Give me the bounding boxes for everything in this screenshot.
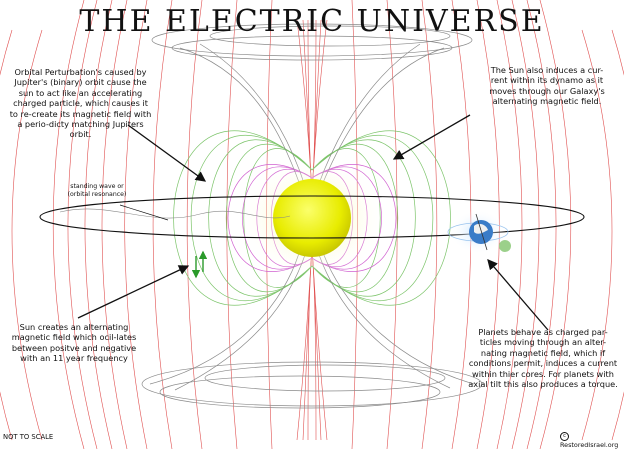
standing-wave (59, 208, 291, 219)
galactic-field-line (124, 0, 148, 449)
page-title: THE ELECTRIC UNIVERSE (79, 4, 545, 39)
galactic-field-line (152, 0, 173, 449)
sun-current-note: The Sun also induces a cur-rent within i… (489, 65, 605, 107)
galactic-field-line (421, 0, 438, 449)
outer-field-loop (190, 134, 313, 302)
galactic-field-line (511, 0, 540, 449)
credit: cRestoredIsrael.org (560, 432, 624, 449)
galactic-field-line (526, 0, 557, 449)
scale-note: NOT TO SCALE (3, 433, 54, 441)
galactic-field-line (581, 29, 613, 441)
planet-earth (447, 210, 509, 254)
galactic-field-line (496, 0, 523, 449)
planets-note: Planets behave as charged par-ticles mov… (468, 327, 618, 390)
credit-text: RestoredIsrael.org (560, 441, 619, 449)
orbital-perturbation-note: Orbital Perturbation's caused by Jupiter… (9, 67, 152, 140)
inner-field-loop (311, 164, 397, 272)
galactic-field-line (186, 0, 203, 449)
galactic-field-line (386, 0, 398, 449)
pointer-arrows (77, 114, 549, 331)
galactic-field-line (226, 0, 238, 449)
copyright-icon: c (560, 432, 569, 441)
planet-orbit (39, 195, 585, 239)
outer-field-loop (225, 143, 313, 293)
outer-field-loop (311, 130, 451, 306)
sun (273, 179, 351, 257)
galactic-field-line (11, 29, 43, 441)
moon (499, 240, 511, 252)
sun-field-note: Sun creates an alternating magnetic fiel… (11, 322, 137, 364)
standing-wave-note: standing wave or (orbital resonance) (67, 183, 127, 198)
galactic-field-line (52, 0, 85, 449)
outer-field-loop (311, 134, 434, 302)
outer-field-loop (208, 139, 313, 297)
inner-field-loop (227, 164, 313, 272)
galactic-field-line (311, 249, 322, 441)
galactic-field-line (84, 0, 113, 449)
outer-field-loop (311, 143, 399, 293)
galactic-field-line (539, 0, 572, 449)
galactic-field-line (67, 0, 98, 449)
galactic-field-line (101, 0, 128, 449)
outer-field-loop (311, 139, 416, 297)
galactic-field-line (302, 249, 313, 441)
